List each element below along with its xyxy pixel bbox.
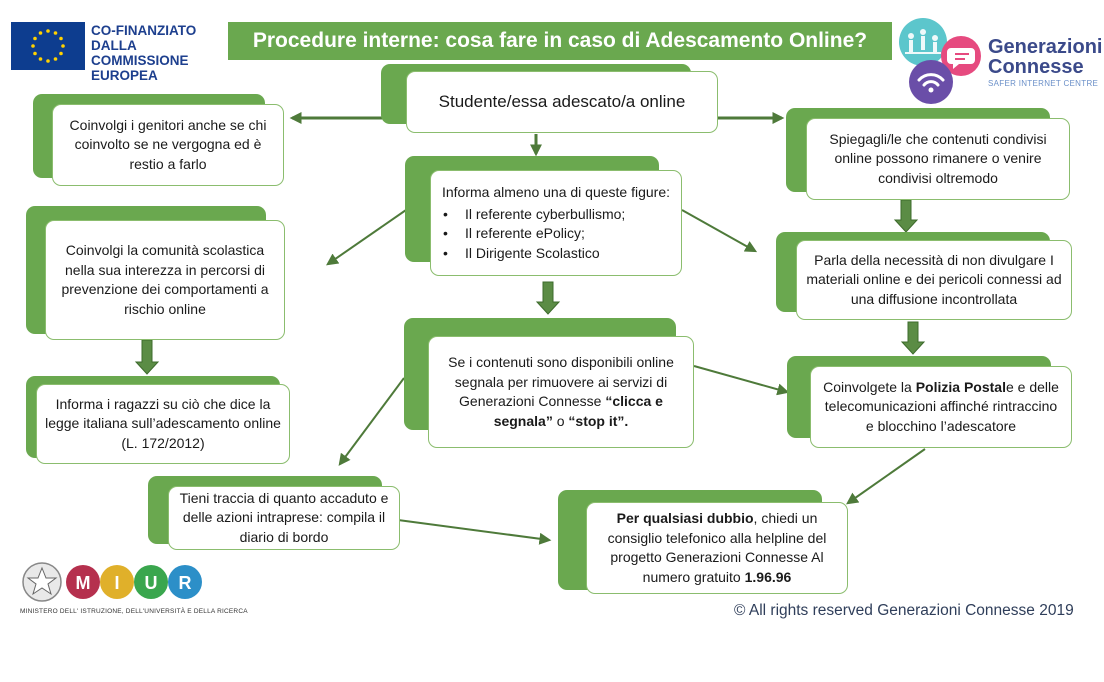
polizia-postale-label: Polizia Postal xyxy=(915,378,1006,395)
polizia-text-rest: e e delle telecomunicazioni affinché rin… xyxy=(824,378,1059,434)
miur-letter: I xyxy=(114,573,119,593)
stop-it-label: “stop it”. xyxy=(568,412,629,429)
figure-box: Informa almeno una di queste figure: Il … xyxy=(430,170,682,276)
eu-text-line: CO-FINANZIATO xyxy=(91,23,197,38)
comunita-box: Coinvolgi la comunità scolastica nella s… xyxy=(45,220,285,340)
spiegagli-box: Spiegagli/le che contenuti condivisi onl… xyxy=(806,118,1070,200)
generazioni-connesse-logo xyxy=(899,18,981,104)
segnala-or: o xyxy=(552,412,569,429)
eu-star xyxy=(61,44,65,48)
miur-letter: U xyxy=(145,573,158,593)
eu-star xyxy=(53,57,58,61)
brand-name-line2: Connesse xyxy=(988,56,1084,78)
figure-list-item: Il referente ePolicy; xyxy=(437,224,675,244)
eu-star xyxy=(46,59,50,63)
eu-star xyxy=(59,36,63,41)
figure-list-item: Il referente cyberbullismo; xyxy=(437,205,675,225)
eu-star xyxy=(53,31,58,35)
copyright-notice: © All rights reserved Generazioni Connes… xyxy=(734,602,1074,619)
block-arrow-to-segnala xyxy=(535,281,561,315)
start-text: Studente/essa adescato/a online xyxy=(438,92,686,112)
arrow-to-traccia xyxy=(338,377,405,466)
divulgare-box: Parla della necessità di non divulgare I… xyxy=(796,240,1072,320)
eu-star xyxy=(33,51,37,56)
traccia-box: Tieni traccia di quanto accaduto e delle… xyxy=(168,486,400,550)
eu-star xyxy=(59,51,63,56)
arrow-to-dubbio-left xyxy=(397,519,552,545)
arrow-to-polizia xyxy=(693,365,790,396)
genitori-box: Coinvolgi i genitori anche se chi coinvo… xyxy=(52,104,284,186)
segnala-text: Se i contenuti sono disponibili online s… xyxy=(448,354,674,409)
miur-circle-r xyxy=(168,565,202,599)
eu-star xyxy=(31,44,35,48)
ragazzi-box: Informa i ragazzi su ciò che dice la leg… xyxy=(36,384,290,464)
ragazzi-text: Informa i ragazzi su ciò che dice la leg… xyxy=(45,395,281,451)
eu-star xyxy=(38,31,43,35)
traccia-text: Tieni traccia di quanto accaduto e delle… xyxy=(179,489,389,545)
start-box: Studente/essa adescato/a online xyxy=(406,71,718,133)
italian-emblem-icon xyxy=(22,562,62,602)
figure-list: Il referente cyberbullismo; Il referente… xyxy=(437,205,675,264)
comunita-text: Coinvolgi la comunità scolastica nella s… xyxy=(61,242,269,317)
eu-star xyxy=(46,29,50,33)
block-arrow-to-ragazzi xyxy=(134,339,160,375)
eu-cofinanced-label: CO-FINANZIATO DALLA COMMISSIONE EUROPEA xyxy=(91,23,231,83)
eu-star xyxy=(38,57,43,61)
clicca-e-segnala-label: “clicca e segnala” xyxy=(493,393,663,429)
block-arrow-to-polizia xyxy=(900,321,926,355)
brand-name-line1: Generazioni xyxy=(988,36,1103,58)
miur-logo: M I U R xyxy=(22,562,202,602)
arrow-to-dubbio-right xyxy=(846,448,926,505)
miur-circle-i xyxy=(100,565,134,599)
eu-text-line: DALLA COMMISSIONE xyxy=(91,38,189,68)
miur-circle-u xyxy=(134,565,168,599)
polizia-text: Coinvolgete la xyxy=(823,378,916,395)
block-arrow-to-divulgare xyxy=(893,199,919,233)
genitori-text: Coinvolgi i genitori anche se chi coinvo… xyxy=(69,116,267,172)
ministry-label: MINISTERO DELL' ISTRUZIONE, DELL'UNIVERS… xyxy=(20,608,248,615)
arrow-to-divulgare xyxy=(681,209,758,253)
figure-intro-text: Informa almeno una di queste figure: xyxy=(441,184,671,200)
eu-star xyxy=(33,36,37,41)
arrow-to-comunita xyxy=(326,209,407,266)
brand-tagline: SAFER INTERNET CENTRE xyxy=(988,79,1099,88)
miur-letter: M xyxy=(76,573,91,593)
spiegagli-text: Spiegagli/le che contenuti condivisi onl… xyxy=(829,130,1047,186)
eu-text-line: EUROPEA xyxy=(91,68,158,83)
eu-flag-logo xyxy=(11,22,85,70)
eu-stars-icon xyxy=(31,29,65,63)
dubbio-box: Per qualsiasi dubbio, chiedi un consigli… xyxy=(586,502,848,594)
helpline-number: 1.96.96 xyxy=(744,568,792,585)
segnala-box: Se i contenuti sono disponibili online s… xyxy=(428,336,694,448)
divulgare-text: Parla della necessità di non divulgare I… xyxy=(806,251,1062,307)
page-title: Procedure interne: cosa fare in caso di … xyxy=(228,22,892,60)
miur-circle-m xyxy=(66,565,100,599)
dubbio-text: , chiedi un consiglio telefonico alla he… xyxy=(607,510,827,585)
dubbio-label: Per qualsiasi dubbio xyxy=(616,510,754,526)
miur-letter: R xyxy=(179,573,192,593)
polizia-box: Coinvolgete la Polizia Postale e delle t… xyxy=(810,366,1072,448)
figure-list-item: Il Dirigente Scolastico xyxy=(437,244,675,264)
